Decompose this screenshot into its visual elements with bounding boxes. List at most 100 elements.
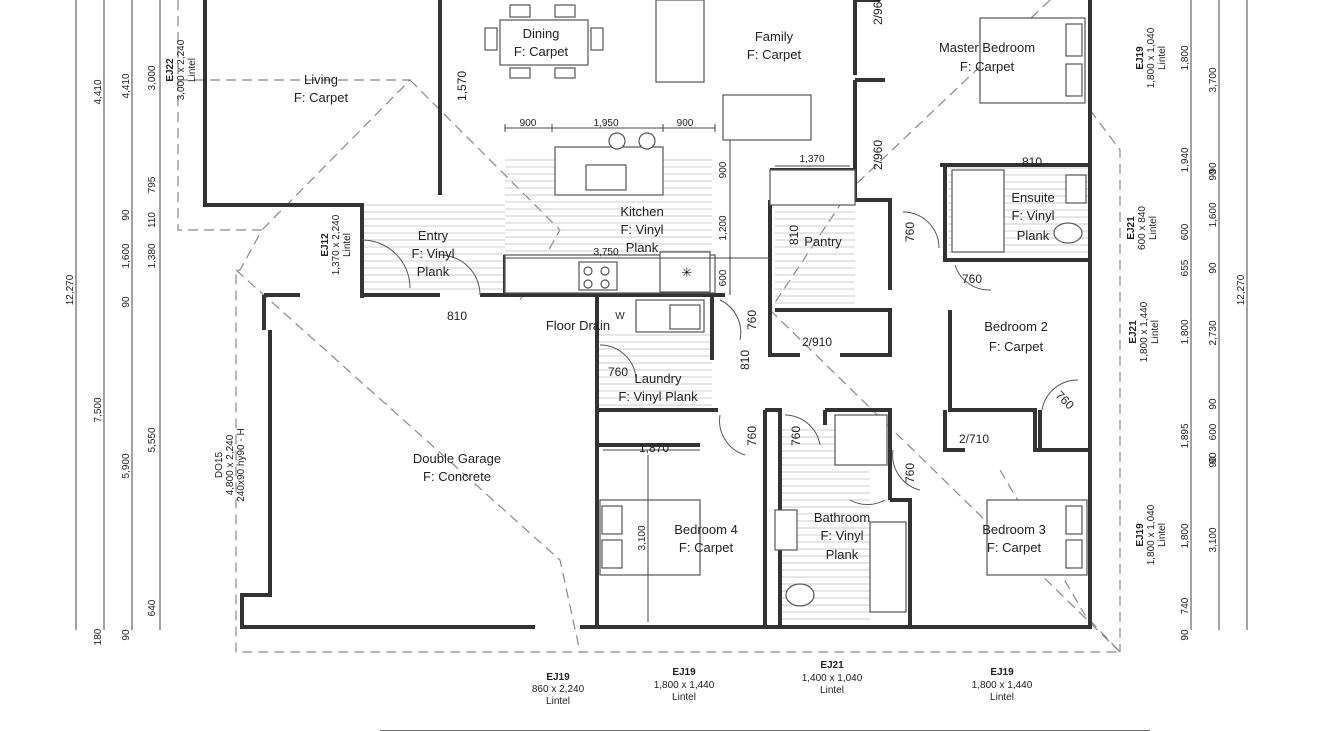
win-ej19-bed3-size: 1,800 x 1,040 [1146, 504, 1157, 565]
dim-right1-7: 1,800 [1180, 319, 1191, 344]
dim-right1-8: 1,895 [1180, 423, 1191, 448]
room-kitchen-name: Kitchen [620, 204, 663, 219]
dim-right2-1: 90 [1208, 162, 1219, 174]
cooktop-icon: ✳ [682, 265, 693, 280]
room-ensuite-name: Ensuite [1011, 190, 1054, 205]
dim-left3-2: 110 [147, 212, 158, 228]
walls [203, 0, 1092, 629]
dim-left3-4: 5,550 [147, 427, 158, 452]
room-bedroom3-name: Bedroom 3 [982, 522, 1046, 537]
door-labels: 1,570 810 2/960 2/960 810 760 760 810 76… [447, 0, 1077, 483]
dim-right1-4: 600 [1180, 223, 1191, 240]
interior-dimensions: 900 1,950 900 1,370 3,750 900 1,200 600 … [504, 118, 850, 622]
room-dining-floor: F: Carpet [514, 44, 569, 59]
door-bed4-760-label: 760 [745, 426, 759, 446]
dim-right1-9: 90 [1208, 398, 1219, 410]
dim-dining-900a: 900 [520, 118, 537, 129]
room-bedroom4-name: Bedroom 4 [674, 522, 738, 537]
dim-left2-4: 5,900 [121, 453, 132, 478]
door-hall-810-label: 810 [738, 350, 752, 370]
dim-right1-5: 655 [1180, 259, 1191, 276]
dim-right2-2: 2,730 [1208, 320, 1219, 345]
door-bath-760b-label: 760 [903, 463, 917, 483]
dim-right3: 12,270 [1236, 274, 1247, 305]
dim-right1-12: 1,800 [1180, 523, 1191, 548]
win-ej21-ensuite-code: EJ21 [1126, 216, 1137, 240]
win-ej19-entry-code: EJ19 [546, 672, 570, 683]
room-entry-floor1: F: Vinyl [411, 246, 454, 261]
win-ej19-master-code: EJ19 [1135, 46, 1146, 70]
room-ensuite-floor1: F: Vinyl [1011, 208, 1054, 223]
room-kitchen-floor1: F: Vinyl [620, 222, 663, 237]
win-ej19-bed4-type: Lintel [672, 692, 696, 703]
dim-right1-6: 90 [1208, 262, 1219, 274]
dim-right2-0: 3,700 [1208, 67, 1219, 92]
win-ej19-bed4-code: EJ19 [672, 667, 696, 678]
win-ej22-size: 3,000 x 2,240 [176, 39, 187, 100]
dim-right2-3: 90 [1208, 456, 1219, 468]
dim-left3-5: 640 [147, 599, 158, 616]
door-2960a-label: 2/960 [871, 0, 885, 25]
win-do15-code: DO15 [214, 452, 225, 479]
dim-pantry-1370: 1,370 [799, 154, 824, 165]
door-pantry-label: 810 [787, 225, 801, 245]
win-ej19-bed4-size: 1,800 x 1,440 [654, 680, 715, 691]
dim-bed4-1870: 1,870 [639, 441, 669, 455]
win-ej19-bed3b-code: EJ19 [990, 667, 1014, 678]
door-ensuite-label: 810 [1022, 155, 1042, 169]
door-swings [361, 211, 1079, 506]
dim-left3-3: 1,380 [147, 243, 158, 268]
win-ej19-master-type: Lintel [1157, 46, 1168, 70]
dim-kitchen-600: 600 [718, 269, 729, 286]
dim-left2-3: 90 [121, 296, 132, 308]
win-ej21-ensuite-type: Lintel [1148, 216, 1159, 240]
room-entry-name: Entry [418, 228, 449, 243]
win-ej21-bed2-size: 1,800 x 1,440 [1139, 301, 1150, 362]
door-laundry-760a-label: 760 [745, 310, 759, 330]
room-dining-name: Dining [523, 26, 560, 41]
dim-bed4-3100: 3,100 [637, 525, 648, 550]
floor-drain-label: Floor Drain [546, 318, 610, 333]
room-bathroom-name: Bathroom [814, 510, 870, 525]
room-laundry-floor: F: Vinyl Plank [618, 389, 698, 404]
dim-right1-14: 90 [1180, 629, 1191, 641]
right-dimensions: 1,800 1,940 90 1,600 600 655 90 1,800 1,… [1180, 0, 1248, 641]
room-master-floor: F: Carpet [960, 59, 1015, 74]
dim-left1-0: 4,410 [93, 79, 104, 104]
dim-left3-0: 3,000 [147, 65, 158, 90]
dim-right1-10: 600 [1208, 423, 1219, 440]
room-master-name: Master Bedroom [939, 40, 1035, 55]
dim-left1-1: 12,270 [65, 274, 76, 305]
room-laundry-name: Laundry [635, 371, 682, 386]
dim-right1-13: 740 [1180, 597, 1191, 614]
washer-label: W [615, 311, 625, 322]
door-1570-label: 1,570 [455, 71, 469, 101]
room-living-name: Living [304, 72, 338, 87]
room-bathroom-floor1: F: Vinyl [820, 528, 863, 543]
win-ej21-bed2-type: Lintel [1150, 320, 1161, 344]
dim-right2-4: 3,100 [1208, 527, 1219, 552]
door-laundry-760b-label: 760 [608, 365, 628, 379]
dim-right1-1: 1,940 [1180, 147, 1191, 172]
door-bed2-760-label: 760 [962, 272, 982, 286]
win-ej19-entry-size: 860 x 2,240 [532, 684, 585, 695]
door-entry-810-label: 810 [447, 309, 467, 323]
win-do15-size: 4,800 x 2,240 [225, 434, 236, 495]
win-ej12-size: 1,370 x 2,240 [331, 214, 342, 275]
room-family-name: Family [755, 29, 794, 44]
room-living-floor: F: Carpet [294, 90, 349, 105]
room-labels: Living F: Carpet Dining F: Carpet Family… [294, 26, 1055, 562]
win-ej21-bed2-code: EJ21 [1128, 320, 1139, 344]
room-bedroom3-floor: F: Carpet [987, 540, 1042, 555]
dim-left2-0: 4,410 [121, 73, 132, 98]
dim-right1-0: 1,800 [1180, 45, 1191, 70]
room-garage-name: Double Garage [413, 451, 501, 466]
win-ej21-ensuite-size: 600 x 840 [1137, 206, 1148, 250]
room-entry-floor2: Plank [417, 264, 450, 279]
left-dimensions: 4,410 12,270 7,500 180 4,410 90 1,600 90… [65, 0, 161, 645]
dim-right1-11: 90 [1208, 452, 1219, 464]
win-ej12-code: EJ12 [320, 233, 331, 257]
win-ej12-type: Lintel [342, 233, 353, 257]
room-bathroom-floor2: Plank [826, 547, 859, 562]
